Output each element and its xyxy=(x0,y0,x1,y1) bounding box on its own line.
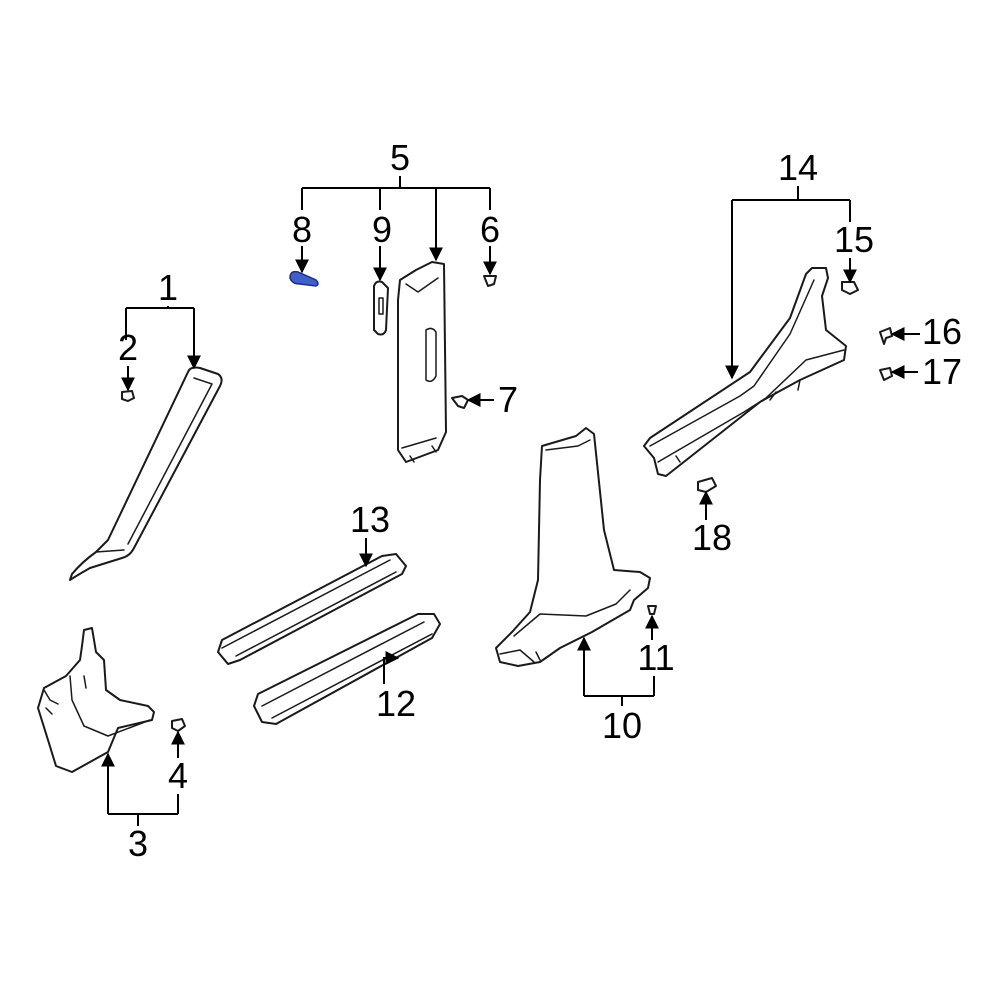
part-12-sill-plate[interactable] xyxy=(253,613,441,725)
callout-15: 15 xyxy=(834,219,874,260)
callout-13: 13 xyxy=(350,499,390,540)
part-3-kick-panel[interactable] xyxy=(37,627,155,773)
callout-17: 17 xyxy=(922,351,962,392)
callout-8: 8 xyxy=(292,209,312,250)
part-9-plate[interactable] xyxy=(373,280,389,336)
callout-6: 6 xyxy=(480,209,500,250)
callout-11: 11 xyxy=(637,637,674,678)
callout-9: 9 xyxy=(372,209,392,250)
callout-5: 5 xyxy=(390,137,410,178)
part-17-clip[interactable] xyxy=(879,367,893,381)
callout-10: 10 xyxy=(602,705,642,746)
part-18-clip[interactable] xyxy=(697,477,717,493)
part-13-sill-plate[interactable] xyxy=(217,553,407,665)
part-4-clip[interactable] xyxy=(171,718,186,732)
part-11-clip[interactable] xyxy=(647,605,657,615)
callout-labels: 1 2 3 4 5 6 7 8 9 10 11 12 13 14 15 16 1… xyxy=(118,137,962,864)
callout-1: 1 xyxy=(158,267,178,308)
part-8-screw[interactable] xyxy=(289,270,319,287)
part-5-pillar-upper[interactable] xyxy=(397,261,447,463)
part-16-clip[interactable] xyxy=(879,327,893,345)
leader-lines xyxy=(101,176,920,826)
part-14-scuff-plate[interactable] xyxy=(643,267,847,477)
callout-18: 18 xyxy=(692,517,732,558)
callout-2: 2 xyxy=(118,327,138,368)
callout-7: 7 xyxy=(498,379,518,420)
part-15-clip[interactable] xyxy=(841,281,859,295)
callout-12: 12 xyxy=(376,683,416,724)
part-6-clip[interactable] xyxy=(483,275,497,287)
part-10-pillar-lower[interactable] xyxy=(495,427,651,667)
part-7-clip[interactable] xyxy=(451,395,469,409)
callout-16: 16 xyxy=(922,311,962,352)
part-2-clip[interactable] xyxy=(121,390,135,402)
part-1-pillar-trim[interactable] xyxy=(69,366,223,581)
callout-14: 14 xyxy=(778,147,818,188)
callout-3: 3 xyxy=(128,823,148,864)
callout-4: 4 xyxy=(168,755,188,796)
